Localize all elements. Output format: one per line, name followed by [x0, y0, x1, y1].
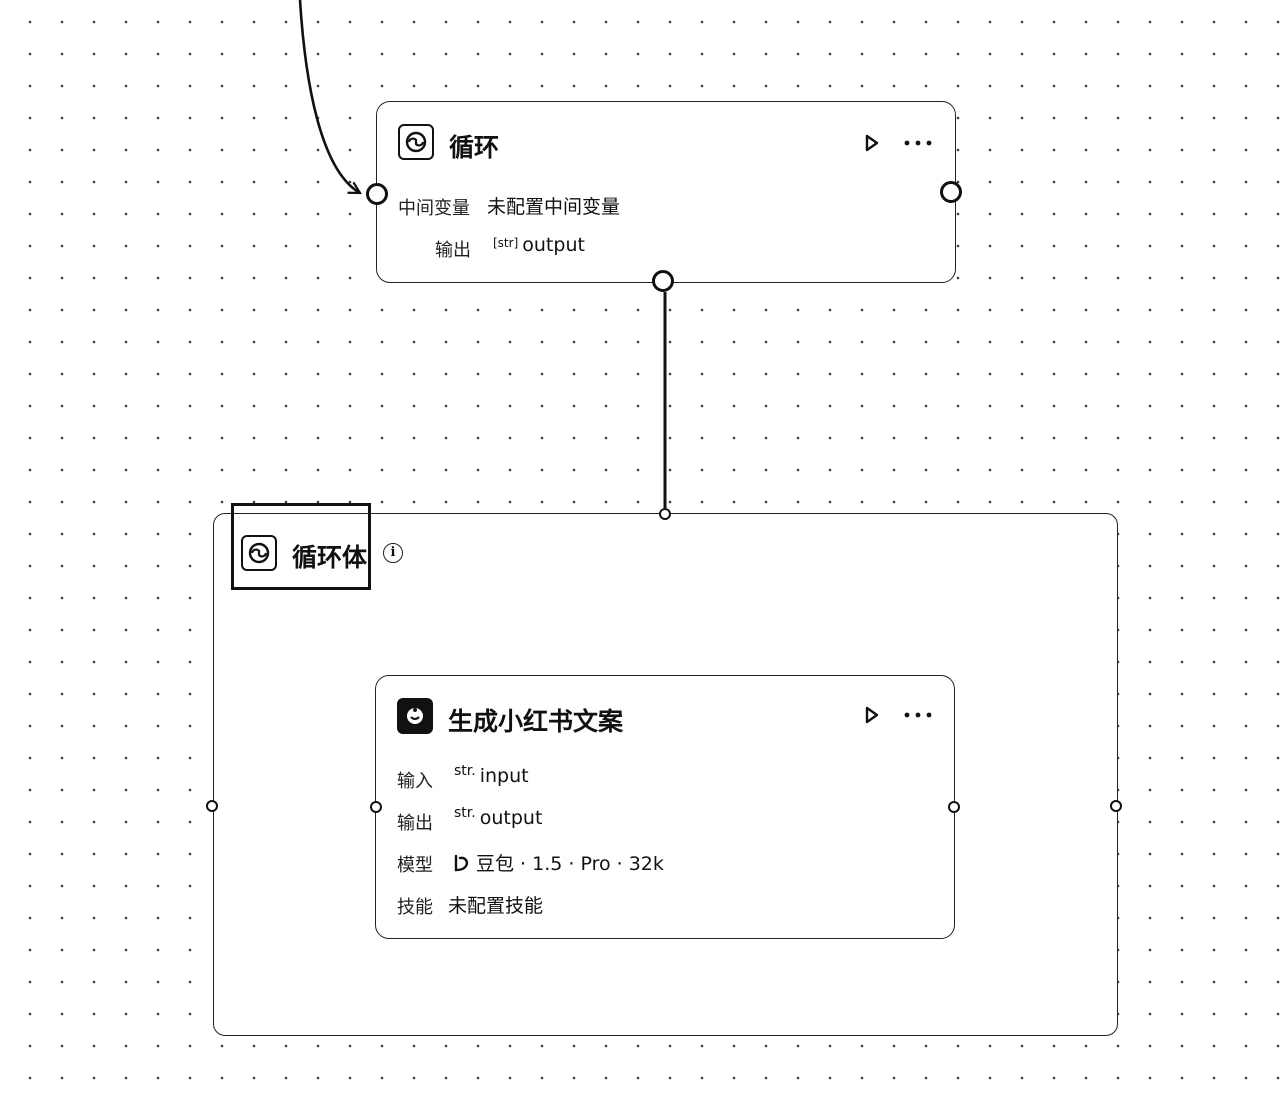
llm-output-port[interactable]	[948, 801, 960, 813]
loop-input-port[interactable]	[366, 183, 388, 205]
llm-input-label: 输入	[397, 771, 433, 792]
run-button[interactable]	[861, 132, 883, 154]
llm-more-button[interactable]	[901, 704, 935, 726]
more-button[interactable]	[901, 132, 935, 154]
array-str-tag: [str]	[493, 236, 519, 250]
play-icon	[865, 134, 879, 152]
loop-output-port[interactable]	[940, 181, 962, 203]
llm-node[interactable]: 生成小红书文案 输入 str. input 输出 str. output 模型 …	[375, 675, 955, 939]
play-icon	[865, 706, 879, 724]
llm-skill-value: 未配置技能	[448, 895, 544, 917]
incoming-wire	[298, 0, 360, 193]
llm-icon	[397, 698, 433, 734]
llm-input-value: str. input	[454, 763, 529, 787]
loop-node-title: 循环	[449, 133, 500, 162]
loop-body-top-port[interactable]	[659, 508, 671, 520]
str-type-tag: str.	[454, 763, 476, 779]
loop-body-icon	[241, 535, 277, 571]
llm-run-button[interactable]	[861, 704, 883, 726]
loop-icon	[398, 124, 434, 160]
llm-input-port[interactable]	[370, 801, 382, 813]
intermediate-var-value: 未配置中间变量	[487, 196, 621, 218]
llm-node-title: 生成小红书文案	[448, 707, 624, 736]
loop-body-title: 循环体	[292, 543, 368, 572]
more-icon	[904, 140, 932, 146]
str-type-tag: str.	[454, 805, 476, 821]
loop-node[interactable]: 循环 中间变量 未配置中间变量 输出 [str] output	[376, 101, 956, 283]
loop-body-right-port[interactable]	[1110, 800, 1122, 812]
info-icon[interactable]: i	[383, 543, 403, 563]
llm-model-label: 模型	[397, 855, 433, 876]
llm-output-label: 输出	[397, 813, 433, 834]
intermediate-var-label: 中间变量	[398, 198, 470, 219]
loop-bottom-port[interactable]	[652, 270, 674, 292]
loop-output-value: [str] output	[493, 234, 585, 256]
loop-output-label: 输出	[435, 240, 471, 261]
llm-model-value: 豆包 · 1.5 · Pro · 32k	[452, 849, 664, 876]
loop-body-left-port[interactable]	[206, 800, 218, 812]
doubao-model-icon	[454, 854, 469, 871]
llm-output-value: str. output	[454, 805, 543, 829]
llm-skill-label: 技能	[397, 897, 433, 918]
more-icon	[904, 712, 932, 718]
